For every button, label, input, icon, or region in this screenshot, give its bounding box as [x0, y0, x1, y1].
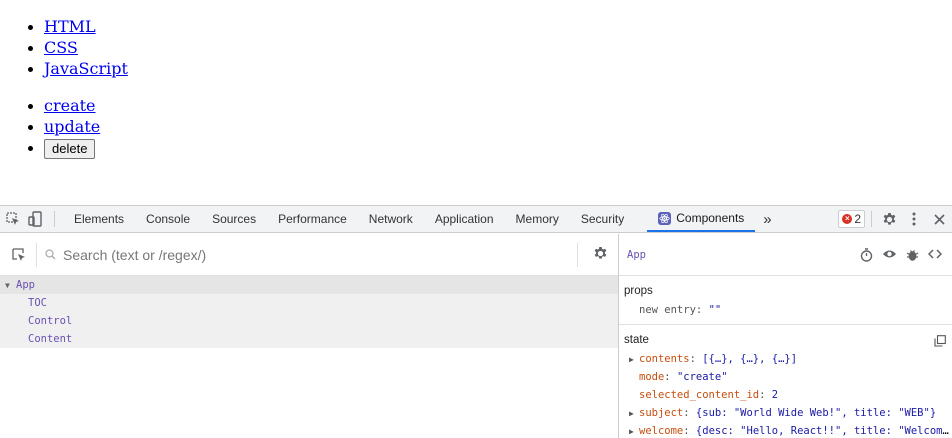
tab-application[interactable]: Application: [434, 212, 494, 226]
error-counter-badge[interactable]: × 2: [838, 210, 865, 228]
section-divider: [619, 324, 952, 325]
copy-icon[interactable]: [934, 335, 946, 350]
tab-sources[interactable]: Sources: [212, 212, 257, 226]
tab-performance[interactable]: Performance: [278, 212, 347, 226]
eye-icon[interactable]: [882, 248, 897, 265]
state-row-mode[interactable]: mode: "create": [639, 371, 728, 383]
control-item-delete: delete: [44, 137, 100, 159]
inspector-actions: [860, 248, 943, 265]
search-divider-right: [577, 243, 578, 267]
tabbar-divider-right: [871, 211, 872, 227]
bug-icon[interactable]: [906, 248, 919, 265]
toc-item-css: CSS: [44, 37, 128, 58]
close-devtools-icon[interactable]: [926, 206, 952, 232]
state-key: mode: [639, 371, 665, 383]
prop-row[interactable]: new entry: "": [639, 304, 722, 316]
toc-item-javascript: JavaScript: [44, 58, 128, 79]
error-count: 2: [854, 212, 861, 226]
component-search-input[interactable]: [63, 246, 563, 263]
error-icon: ×: [842, 214, 853, 224]
state-value: {desc: "Hello, React!!", title: "Welcome…: [695, 425, 949, 437]
state-title: state: [624, 334, 649, 346]
component-settings-icon[interactable]: [593, 246, 608, 266]
view-source-icon[interactable]: [927, 248, 943, 265]
toc-item-html: HTML: [44, 16, 128, 37]
more-options-icon[interactable]: [902, 206, 926, 232]
state-row-selected-content-id[interactable]: selected_content_id: 2: [639, 389, 779, 401]
tab-components-label: Components: [676, 211, 745, 225]
inspect-element-icon[interactable]: [2, 206, 24, 232]
selected-component-name: App: [627, 248, 646, 261]
toc-list: HTML CSS JavaScript: [44, 16, 128, 79]
tab-security[interactable]: Security: [580, 212, 625, 226]
tab-components[interactable]: Components: [647, 206, 756, 232]
create-link[interactable]: create: [44, 96, 96, 115]
tab-memory[interactable]: Memory: [515, 212, 559, 226]
expand-triangle-icon[interactable]: ▶: [629, 427, 634, 436]
state-value[interactable]: 2: [771, 389, 779, 401]
prop-value[interactable]: "": [708, 304, 722, 316]
state-value[interactable]: "create": [676, 371, 728, 383]
control-list: create update delete: [44, 95, 100, 159]
state-value: [{…}, {…}, {…}]: [702, 353, 798, 365]
tab-console[interactable]: Console: [146, 212, 191, 226]
tabbar-right-controls: × 2: [838, 206, 952, 232]
search-icon: [37, 249, 63, 260]
select-component-icon[interactable]: [0, 247, 36, 262]
toc-link-javascript[interactable]: JavaScript: [44, 59, 128, 78]
stopwatch-icon[interactable]: [860, 248, 873, 265]
prop-key: new entry: [639, 304, 696, 316]
tree-node-label: App: [16, 279, 35, 291]
inspector-pane: App props new entry: "" state: [619, 234, 952, 438]
state-row-subject[interactable]: ▶subject: {sub: "World Wide Web!", title…: [624, 404, 949, 422]
tree-node-control[interactable]: Control: [0, 312, 618, 330]
more-tabs-icon[interactable]: »: [763, 210, 772, 228]
tree-node-app[interactable]: ▼ App: [0, 276, 618, 294]
component-tree-pane: ▼ App TOC Control Content: [0, 234, 619, 438]
tabbar-divider: [54, 211, 55, 227]
tree-search-row: [0, 234, 618, 276]
expand-triangle-icon[interactable]: ▶: [629, 409, 634, 418]
delete-button[interactable]: delete: [44, 138, 96, 159]
tab-network[interactable]: Network: [368, 212, 413, 226]
inspector-header: App: [619, 234, 952, 276]
state-section: state ▶contents: [{…}, {…}, {…}] mode: "…: [619, 330, 952, 438]
toc-link-css[interactable]: CSS: [44, 38, 78, 57]
control-item-create: create: [44, 95, 100, 116]
state-key: subject: [639, 407, 684, 419]
control-item-update: update: [44, 116, 100, 137]
props-title: props: [624, 285, 653, 297]
expand-triangle-icon[interactable]: ▶: [629, 355, 634, 364]
props-section: props new entry: "": [619, 281, 952, 319]
tab-elements[interactable]: Elements: [74, 212, 125, 226]
settings-gear-icon[interactable]: [876, 206, 902, 232]
react-logo-icon: [658, 211, 672, 225]
component-tree: ▼ App TOC Control Content: [0, 276, 618, 348]
state-key: contents: [639, 353, 690, 365]
state-row-contents[interactable]: ▶contents: [{…}, {…}, {…}]: [624, 350, 949, 368]
state-value: {sub: "World Wide Web!", title: "WEB"}: [695, 407, 937, 419]
toc-link-html[interactable]: HTML: [44, 17, 96, 36]
state-row-welcome[interactable]: ▶welcome: {desc: "Hello, React!!", title…: [624, 422, 949, 438]
components-panes: ▼ App TOC Control Content App props: [0, 234, 952, 438]
page-content: HTML CSS JavaScript create update delete: [0, 0, 952, 205]
devtools-panel: Elements Console Sources Performance Net…: [0, 205, 952, 438]
collapse-triangle-icon[interactable]: ▼: [5, 281, 10, 290]
tree-node-toc[interactable]: TOC: [0, 294, 618, 312]
search-divider: [36, 242, 37, 267]
tree-node-content[interactable]: Content: [0, 330, 618, 348]
state-key: welcome: [639, 425, 684, 437]
state-key: selected_content_id: [639, 389, 760, 401]
devtools-tabbar: Elements Console Sources Performance Net…: [0, 206, 952, 233]
update-link[interactable]: update: [44, 117, 101, 136]
device-toolbar-icon[interactable]: [24, 206, 46, 232]
